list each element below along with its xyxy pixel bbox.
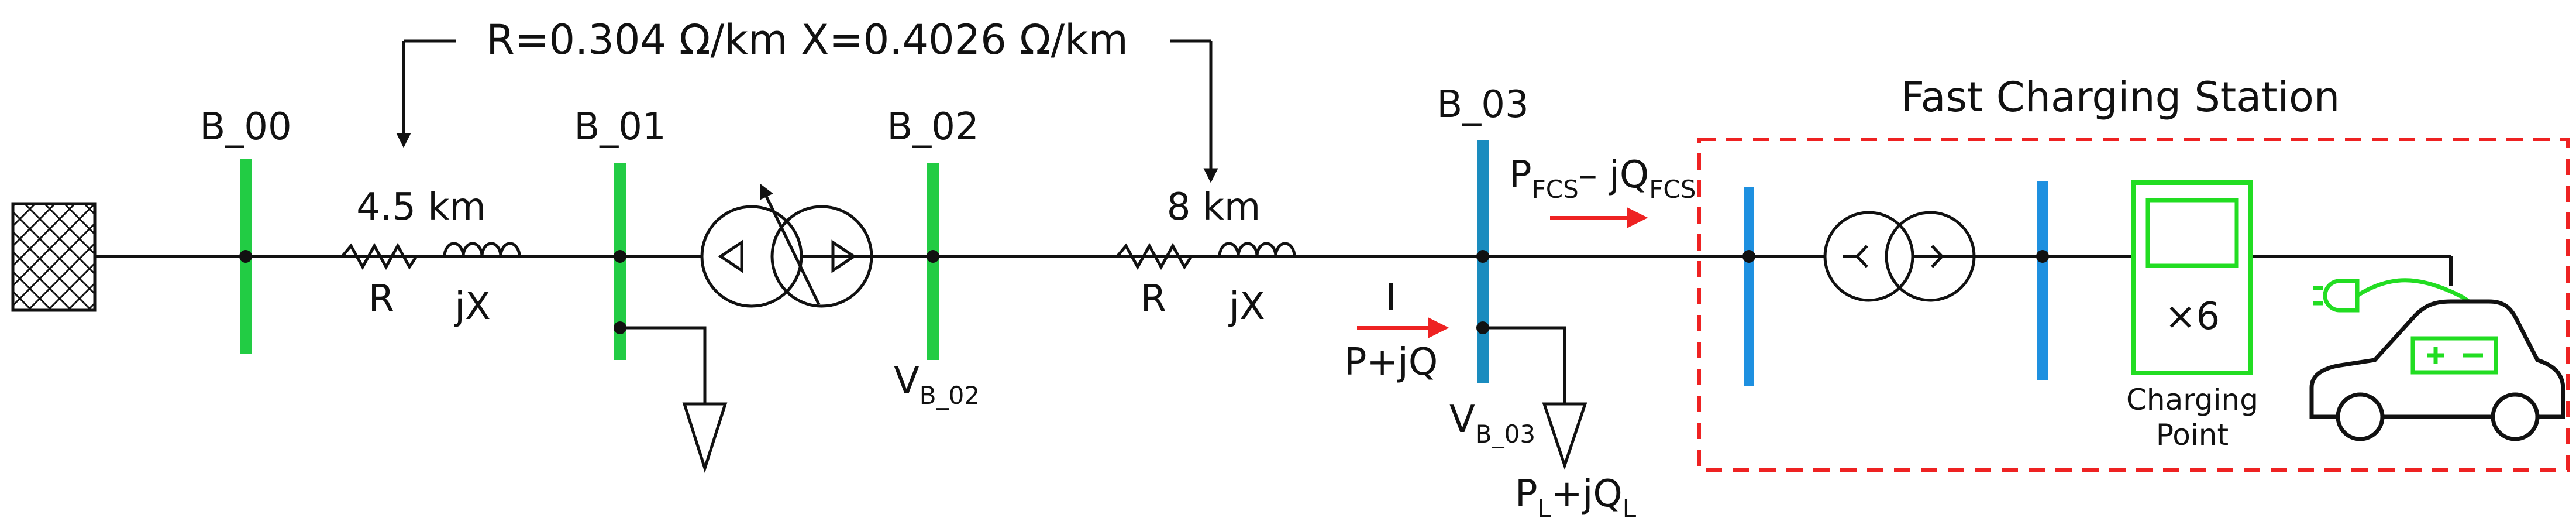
fast-charging-station-boundary [1697, 138, 2570, 472]
car-wheel-front [2336, 392, 2385, 441]
resistor-1-label: R [369, 277, 394, 321]
bus-b03-label: B_03 [1437, 83, 1528, 126]
bus-b02-label: B_02 [887, 105, 979, 149]
transformer-1-delta-left [718, 239, 743, 273]
external-grid-icon [11, 202, 97, 312]
charging-point-screen [2145, 198, 2239, 268]
transformer-2-wye-right-icon [1931, 245, 1957, 268]
car-battery-icon [2410, 336, 2498, 375]
load-b01-wire [620, 326, 707, 404]
segment1-length: 4.5 km [356, 186, 486, 229]
fcs-bus-out-node [2036, 250, 2049, 263]
bus-b01-node [614, 250, 626, 263]
fcs-bus-in-node [1742, 250, 1755, 263]
load-power-label: PL+jQL [1515, 472, 1637, 523]
tap-changer-arrow-icon [760, 183, 821, 306]
transformer-1-delta-right [831, 239, 857, 273]
fast-charging-station-title: Fast Charging Station [1901, 73, 2340, 121]
resistor-2-icon [1116, 242, 1193, 270]
resistor-2-label: R [1141, 277, 1166, 321]
fcs-power-label: PFCS– jQFCS [1509, 153, 1696, 204]
transformer-1-secondary [770, 205, 873, 308]
car-battery-terminals [2427, 347, 2483, 364]
charging-point-label-1: Charging [2126, 383, 2258, 417]
v-b03-label: VB_03 [1449, 398, 1535, 448]
charging-point-multiplier: ×6 [2165, 295, 2220, 338]
charging-point-icon [2131, 180, 2253, 375]
inductor-1-icon [443, 242, 521, 257]
transformer-2-wye-left-icon [1843, 245, 1868, 268]
inductor-2-icon [1218, 242, 1296, 257]
transformer-2-secondary [1885, 211, 1976, 302]
bus-b03-node [1476, 250, 1489, 263]
bus-b01-label: B_01 [574, 105, 666, 149]
charging-point-label-2: Point [2156, 418, 2229, 452]
v-b02-label: VB_02 [894, 359, 980, 410]
load-b03-wire [1483, 326, 1566, 404]
load-b03-icon [1542, 402, 1587, 470]
current-label: I [1386, 276, 1397, 320]
inductor-1-label: jX [453, 285, 491, 328]
line-params-label: R=0.304 Ω/km X=0.4026 Ω/km [486, 16, 1128, 64]
resistor-1-icon [341, 242, 418, 270]
bus-b00-label: B_00 [199, 105, 291, 149]
bus-b02-node [927, 250, 939, 263]
inductor-2-label: jX [1228, 285, 1265, 328]
segment2-length: 8 km [1167, 186, 1261, 229]
transformer-1-primary [700, 205, 803, 308]
load-b01-icon [682, 402, 728, 474]
bus-b00-node [239, 250, 252, 263]
power-flow-label: P+jQ [1344, 341, 1438, 384]
car-wheel-rear [2491, 392, 2540, 441]
ev-plug-icon [2313, 279, 2360, 313]
